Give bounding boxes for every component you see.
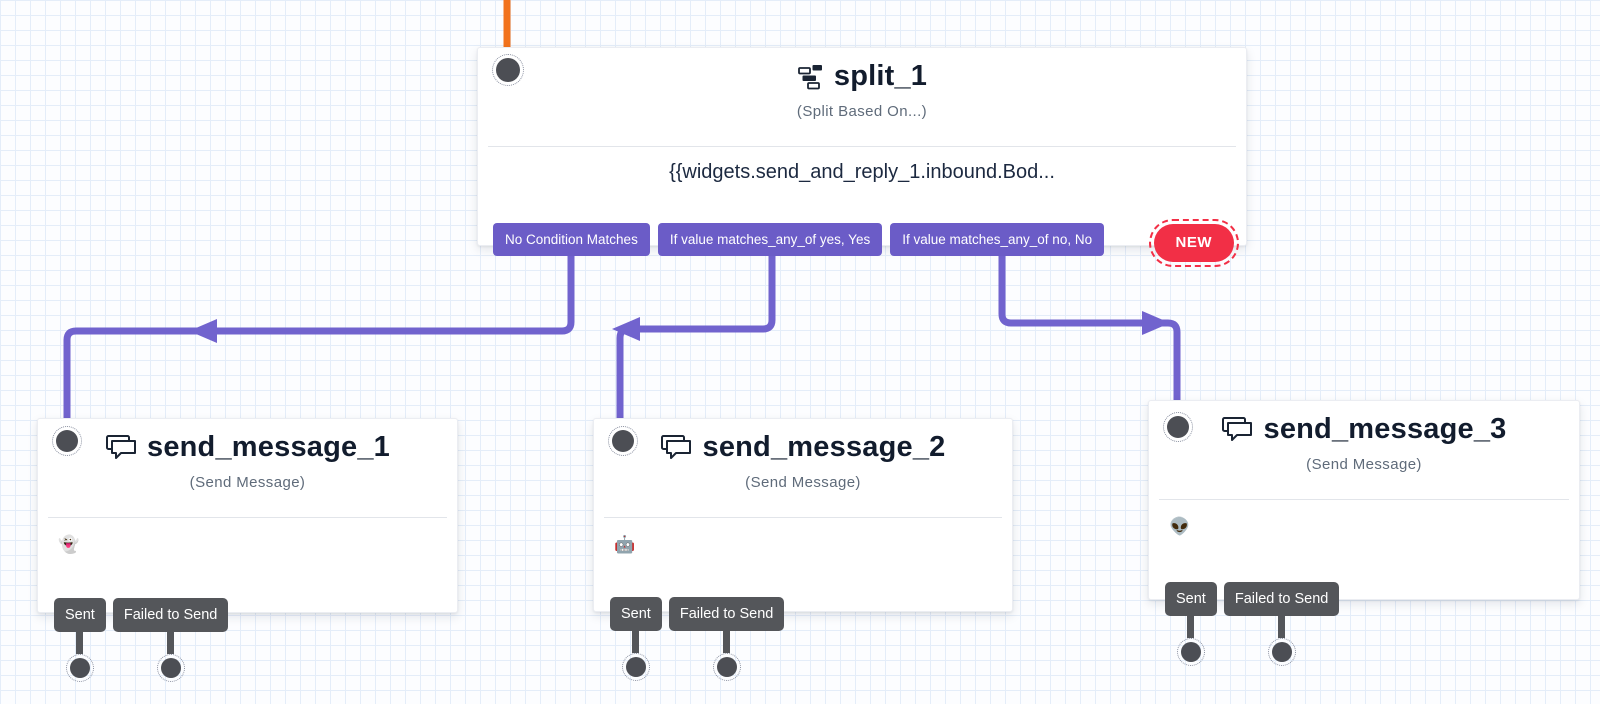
exit-sent: Sent (54, 598, 106, 682)
input-connector-dot-fill (56, 430, 78, 452)
exit-stem (632, 631, 640, 653)
exit-stem (1187, 616, 1195, 638)
widget-title-row: send_message_1 (38, 431, 457, 464)
output-connector-dot-fill (1271, 642, 1292, 662)
exit-stem (1278, 616, 1286, 638)
widget-exits: Sent Failed to Send (54, 598, 229, 682)
widget-title: send_message_1 (146, 431, 390, 463)
input-connector-dot-fill (612, 430, 634, 452)
chat-bubbles-icon (105, 435, 136, 459)
output-connector-dot[interactable] (621, 653, 650, 681)
transition-line-no[interactable] (998, 250, 1181, 427)
widget-split-1[interactable]: split_1 (Split Based On...) {{widgets.se… (477, 47, 1247, 267)
split-transitions: No Condition Matches If value matches_an… (493, 223, 1105, 256)
split-expression: {{widgets.send_and_reply_1.inbound.Bod..… (669, 161, 1055, 183)
transition-button-no-condition[interactable]: No Condition Matches (493, 223, 650, 256)
exit-sent: Sent (1165, 582, 1217, 666)
exit-stem (167, 632, 175, 654)
new-badge[interactable]: NEW (1148, 219, 1239, 267)
input-connector-dot[interactable] (52, 426, 82, 456)
exit-button-failed-to-send[interactable]: Failed to Send (668, 597, 785, 631)
widget-subtitle: (Send Message) (1306, 456, 1422, 473)
transition-button-yes[interactable]: If value matches_any_of yes, Yes (657, 223, 883, 256)
exit-stem (723, 631, 731, 653)
divider (488, 146, 1236, 147)
exit-button-failed-to-send[interactable]: Failed to Send (112, 598, 229, 632)
widget-title-row: send_message_2 (594, 431, 1012, 464)
output-connector-dot[interactable] (712, 653, 741, 681)
output-connector-dot[interactable] (1176, 638, 1205, 666)
input-connector-dot-fill (496, 58, 520, 82)
transition-line-no-condition[interactable] (63, 250, 575, 441)
widget-subtitle: (Send Message) (189, 474, 306, 491)
widget-send-message-2[interactable]: send_message_2 (Send Message) 🤖 Sent Fai… (593, 418, 1013, 681)
divider (1159, 499, 1569, 500)
output-connector-dot[interactable] (1267, 638, 1296, 666)
message-body-preview: 👻 (58, 535, 80, 555)
widget-title-row: split_1 (478, 60, 1246, 93)
output-connector-dot-fill (625, 657, 646, 677)
chat-bubbles-icon (661, 435, 692, 459)
exit-button-sent[interactable]: Sent (54, 598, 106, 632)
output-connector-dot-fill (69, 658, 90, 678)
transition-arrow-no (1142, 311, 1170, 335)
split-icon (797, 65, 822, 90)
transition-arrow-yes (612, 317, 640, 341)
input-connector-dot-fill (1167, 416, 1189, 438)
widget-send-message-3[interactable]: send_message_3 (Send Message) 👽 Sent Fai… (1148, 400, 1580, 666)
exit-failed: Failed to Send (112, 598, 229, 682)
divider (48, 517, 447, 518)
output-connector-dot[interactable] (65, 654, 94, 682)
output-connector-dot[interactable] (156, 654, 185, 682)
input-connector-dot[interactable] (492, 54, 524, 86)
widget-exits: Sent Failed to Send (610, 597, 785, 681)
input-connector-dot[interactable] (1163, 412, 1193, 442)
output-connector-dot-fill (716, 657, 737, 677)
transition-line-yes[interactable] (616, 250, 776, 442)
exit-failed: Failed to Send (1223, 582, 1340, 666)
exit-button-sent[interactable]: Sent (610, 597, 662, 631)
exit-button-sent[interactable]: Sent (1165, 582, 1217, 616)
exit-stem (76, 632, 84, 654)
input-connector-dot[interactable] (608, 426, 638, 456)
chat-bubbles-icon (1222, 417, 1253, 441)
widget-subtitle: (Send Message) (745, 474, 861, 491)
divider (604, 517, 1002, 518)
output-connector-dot-fill (160, 658, 181, 678)
widget-title: send_message_3 (1263, 413, 1507, 445)
widget-subtitle: (Split Based On...) (796, 103, 928, 120)
message-body-preview: 🤖 (614, 535, 636, 555)
widget-title: split_1 (833, 60, 928, 92)
widget-title-row: send_message_3 (1149, 413, 1579, 446)
exit-sent: Sent (610, 597, 662, 681)
transition-button-no[interactable]: If value matches_any_of no, No (890, 223, 1105, 256)
widget-send-message-1[interactable]: send_message_1 (Send Message) 👻 Sent Fai… (37, 418, 458, 682)
exit-button-failed-to-send[interactable]: Failed to Send (1223, 582, 1340, 616)
exit-failed: Failed to Send (668, 597, 785, 681)
transition-arrow-no-condition (189, 319, 217, 343)
output-connector-dot-fill (1180, 642, 1201, 662)
widget-exits: Sent Failed to Send (1165, 582, 1340, 666)
widget-title: send_message_2 (702, 431, 946, 463)
message-body-preview: 👽 (1169, 517, 1191, 537)
